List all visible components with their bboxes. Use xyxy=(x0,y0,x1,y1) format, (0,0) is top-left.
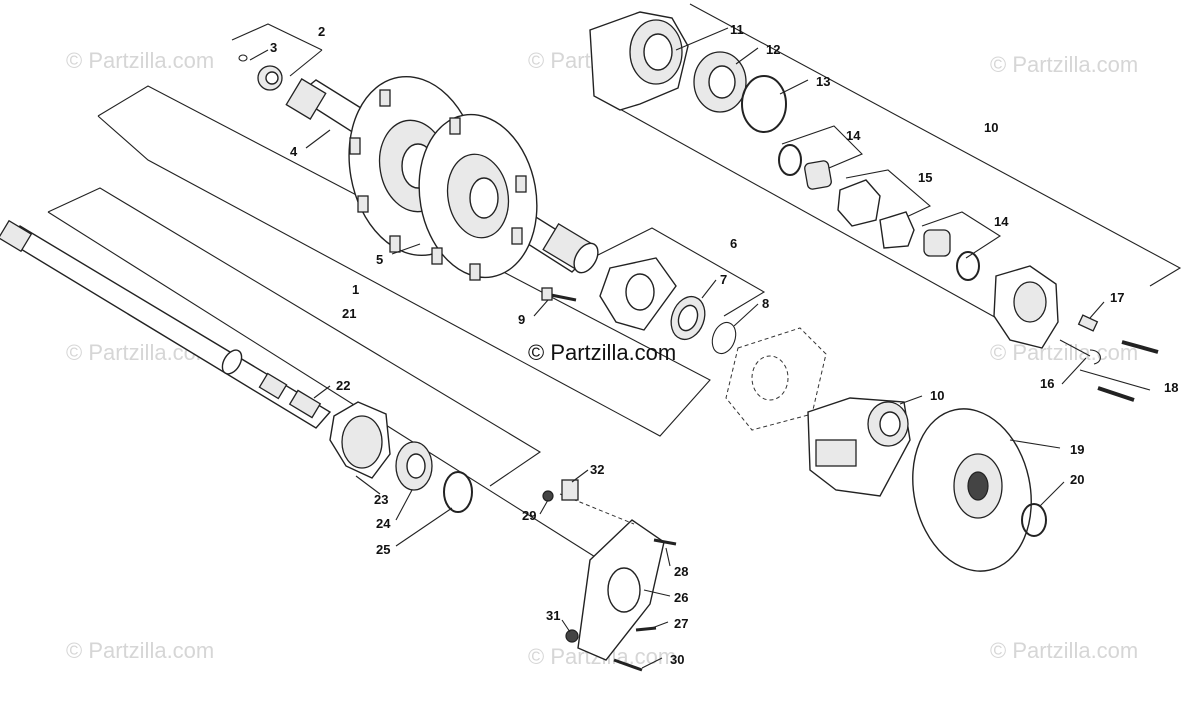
bracket-14b xyxy=(921,211,1002,259)
callout-28: 28 xyxy=(674,564,688,579)
clip-16 xyxy=(1089,349,1101,365)
bracket-18 xyxy=(1079,369,1151,391)
bolt-27 xyxy=(635,626,657,632)
bracket-1 xyxy=(97,85,711,437)
callout-4: 4 xyxy=(290,144,298,159)
snap-ring-20 xyxy=(1021,503,1047,537)
callout-8: 8 xyxy=(762,296,769,311)
callout-3: 3 xyxy=(270,40,277,55)
callout-23: 23 xyxy=(374,492,388,507)
ring-14a xyxy=(778,144,802,176)
nut-29 xyxy=(542,490,554,502)
bracket-2 xyxy=(231,23,323,51)
callout-29: 29 xyxy=(522,508,536,523)
bushing-3 xyxy=(238,54,283,91)
flange-23-bore xyxy=(341,415,383,469)
ring-25 xyxy=(443,471,473,513)
bearing-24-inner xyxy=(406,453,426,479)
watermark: © Partzilla.com xyxy=(990,340,1139,365)
nut-31 xyxy=(565,629,579,643)
bracket-14a xyxy=(781,125,863,177)
callout-13: 13 xyxy=(816,74,830,89)
callout-31: 31 xyxy=(546,608,560,623)
callout-2: 2 xyxy=(318,24,325,39)
plate-hole xyxy=(625,273,655,311)
callout-14a: 14 xyxy=(846,128,861,143)
bolt-18a xyxy=(1121,340,1159,354)
watermark: © Partzilla.com xyxy=(66,638,215,663)
bolt-9-head xyxy=(541,287,553,301)
callout-26: 26 xyxy=(674,590,688,605)
disc-hub-spline xyxy=(967,471,989,501)
bracket-21-leader xyxy=(47,211,601,561)
bracket-26-hole xyxy=(607,567,641,613)
drive-shaft xyxy=(0,219,332,429)
callout-25: 25 xyxy=(376,542,390,557)
callout-27: 27 xyxy=(674,616,688,631)
callout-7: 7 xyxy=(720,272,727,287)
gasket-hole xyxy=(751,355,789,401)
brake-pad-15a xyxy=(837,179,881,227)
leader-lines xyxy=(249,27,1105,669)
callout-32: 32 xyxy=(590,462,604,477)
bracket-dashline xyxy=(559,493,635,525)
seal-7-inner xyxy=(677,304,699,332)
callout-9: 9 xyxy=(518,312,525,327)
ring-13 xyxy=(741,75,787,133)
bearing-12-inner xyxy=(708,65,736,99)
bracket-2-leader xyxy=(289,49,323,77)
callout-11: 11 xyxy=(730,22,744,37)
bolt-28 xyxy=(653,538,677,546)
bolt-30 xyxy=(613,658,643,672)
callout-10-bottom: 10 xyxy=(930,388,944,403)
brake-pad-15b xyxy=(879,211,915,249)
callout-21: 21 xyxy=(342,306,356,321)
pin-16 xyxy=(1059,339,1091,357)
callout-5: 5 xyxy=(376,252,383,267)
bracket-10-leader xyxy=(617,107,1001,321)
bracket-10-top xyxy=(689,3,1182,287)
caliper-housing xyxy=(993,265,1059,349)
callout-15: 15 xyxy=(918,170,932,185)
callout-6: 6 xyxy=(730,236,737,251)
bearing-housing-11 xyxy=(589,11,689,111)
watermark: © Partzilla.com xyxy=(990,638,1139,663)
callout-22: 22 xyxy=(336,378,350,393)
callout-labels: 1 2 3 4 5 6 7 8 9 10 10 11 12 13 14 14 1… xyxy=(270,22,1178,667)
clip-32 xyxy=(561,479,579,501)
bracket-15 xyxy=(845,169,932,221)
callout-30: 30 xyxy=(670,652,684,667)
spacer-14b xyxy=(923,229,951,257)
callout-18: 18 xyxy=(1164,380,1178,395)
callout-19: 19 xyxy=(1070,442,1084,457)
bleeder-17 xyxy=(1077,314,1099,332)
callout-17: 17 xyxy=(1110,290,1124,305)
ring-14b xyxy=(956,251,980,281)
callout-12: 12 xyxy=(766,42,780,57)
callout-1: 1 xyxy=(352,282,359,297)
sprocket-right xyxy=(418,113,538,279)
watermark: © Partzilla.com xyxy=(990,52,1139,77)
watermark: © Partzilla.com xyxy=(66,48,215,73)
bracket-21 xyxy=(47,187,542,487)
bracket-6 xyxy=(587,227,766,317)
callout-24: 24 xyxy=(376,516,391,531)
ring-8 xyxy=(711,321,737,355)
callout-14b: 14 xyxy=(994,214,1009,229)
bolt-18b xyxy=(1097,386,1135,402)
spacer-14a xyxy=(804,160,832,190)
sprocket-teeth xyxy=(349,89,527,281)
center-watermark: © Partzilla.com xyxy=(528,340,677,365)
bearing-housing-10 xyxy=(807,397,911,497)
callout-20: 20 xyxy=(1070,472,1084,487)
callout-10-top: 10 xyxy=(984,120,998,135)
callout-16: 16 xyxy=(1040,376,1054,391)
